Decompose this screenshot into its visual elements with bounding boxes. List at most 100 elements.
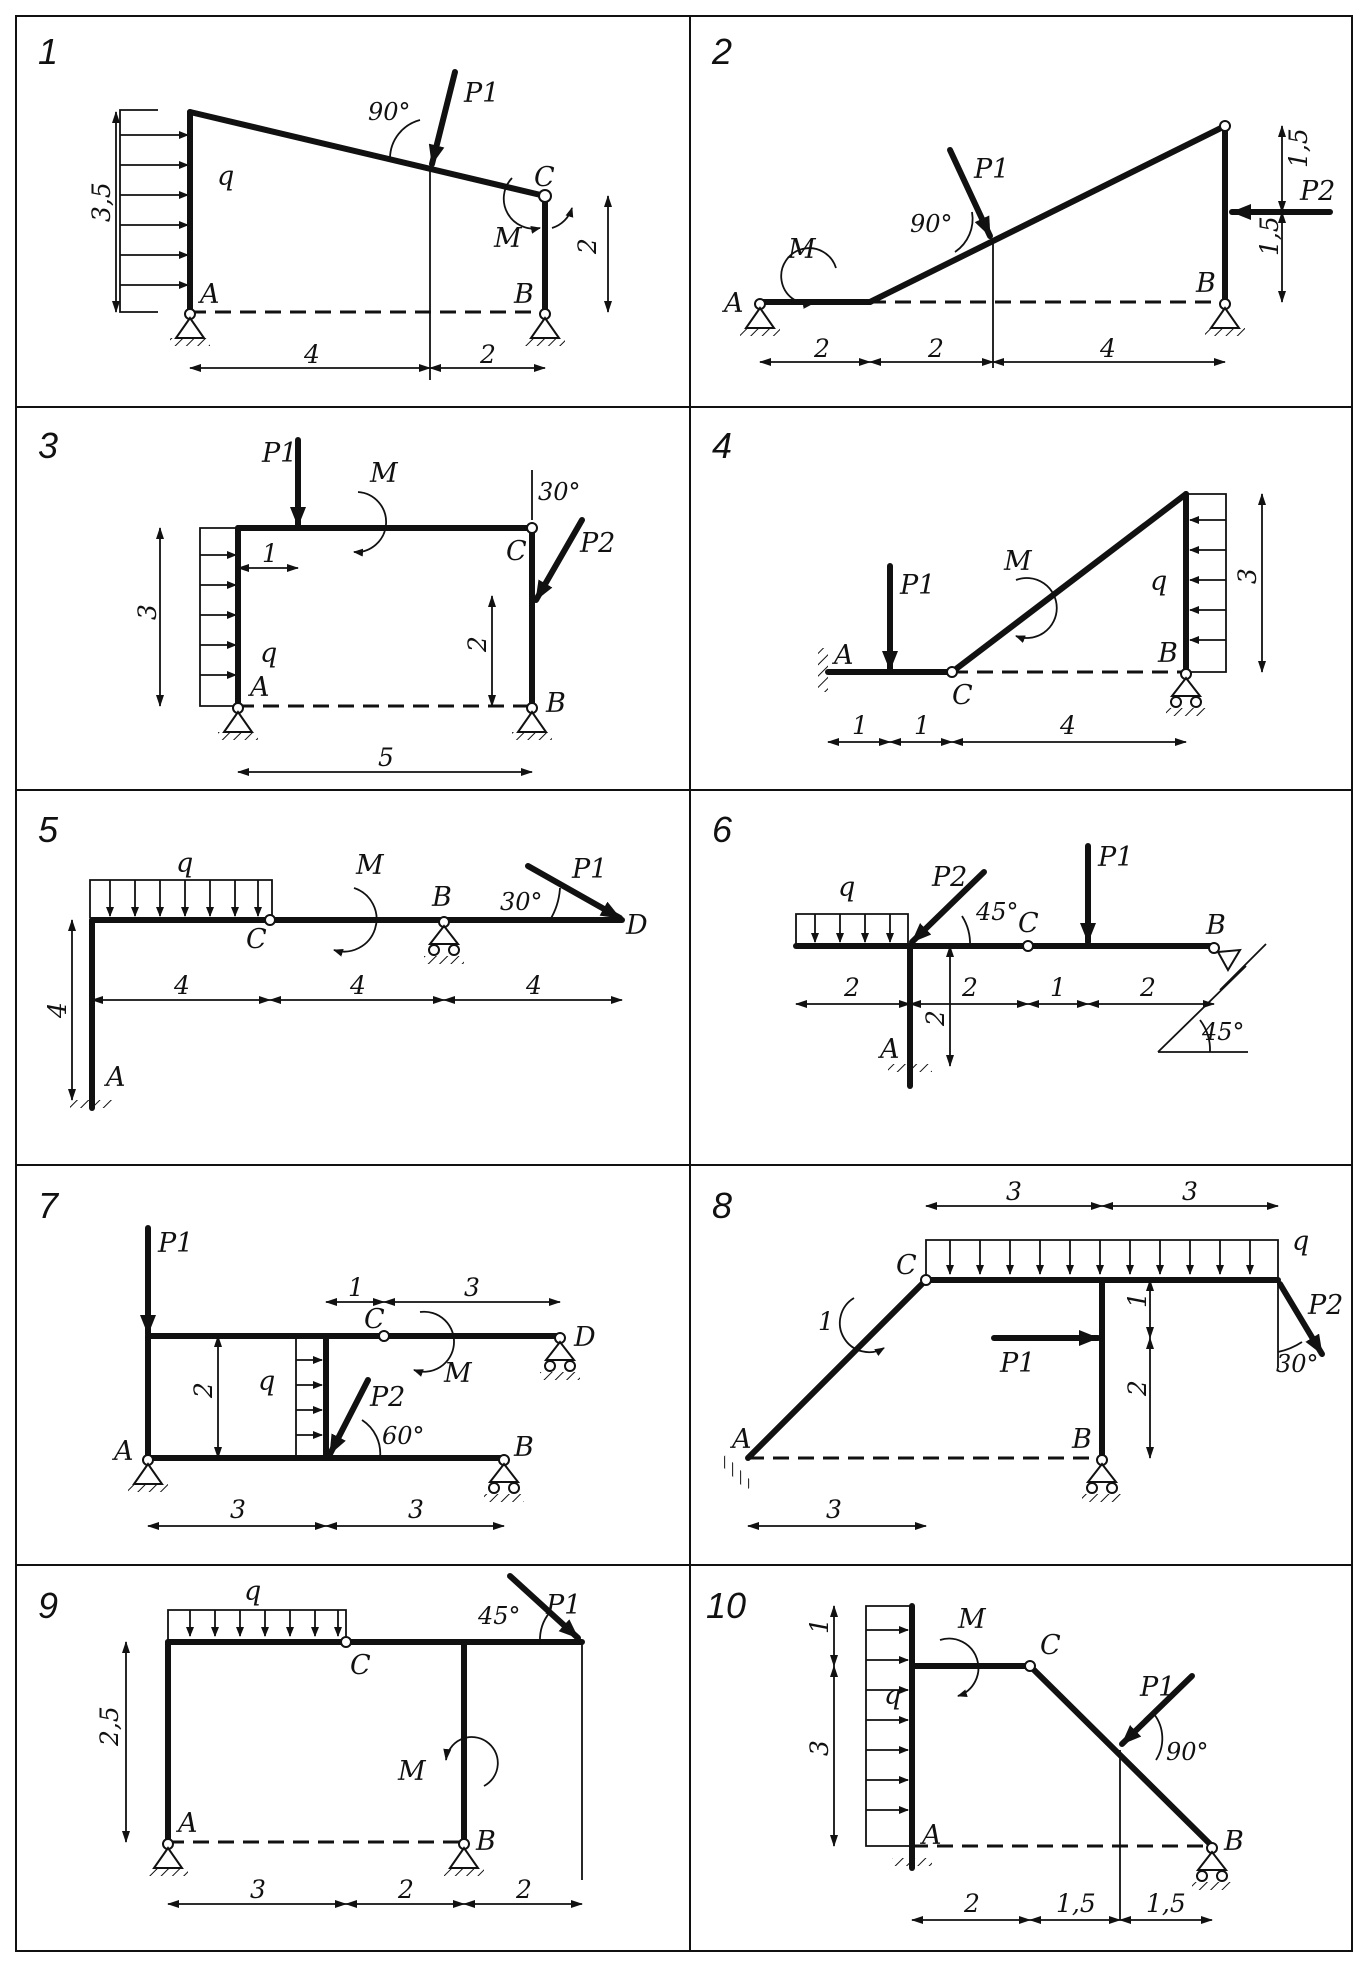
panel-6-dim-height: 2	[921, 1010, 950, 1027]
panel-9-label-b: B	[475, 1826, 496, 1857]
panel-1-label-b: B	[513, 279, 534, 310]
panel-4-support-b	[1166, 668, 1206, 716]
panel-9-label-a: A	[175, 1808, 198, 1839]
panel-7-label-p1: P1	[157, 1228, 193, 1259]
panel-8-dim-top1: 3	[1006, 1177, 1022, 1206]
panel-2-sloped-beam	[867, 123, 1228, 305]
panel-10-dim-upper: 1	[805, 1618, 834, 1634]
panel-1-support-b	[525, 308, 565, 346]
panel-6-angle-1: 45°	[975, 898, 1019, 926]
panel-3-label-c: C	[506, 536, 527, 567]
panel-8-label-b: B	[1071, 1424, 1092, 1455]
panel-9: 9 P1 q M A	[38, 1573, 585, 1908]
panel-7-support-a	[128, 1454, 168, 1492]
panel-6-label-b: B	[1205, 910, 1226, 941]
panel-5: 5 P1 q M A B C D 30°	[38, 809, 648, 1111]
panel-5-label-m: M	[355, 850, 385, 881]
panel-7-label-q: q	[258, 1366, 275, 1397]
panel-5-angle: 30°	[500, 888, 543, 916]
panel-1-number: 1	[38, 31, 58, 72]
panel-10-dimensions: 1 3 2 1,5 1,5	[805, 1605, 1213, 1924]
panel-10: 10 P1 q M A B C	[706, 1585, 1244, 1924]
panel-1-dim-span1: 4	[303, 340, 320, 369]
panel-7-support-b	[484, 1454, 524, 1502]
panel-8-load-q	[925, 1239, 1279, 1278]
table-grid	[15, 15, 1353, 1952]
panel-1: 1 P1 q M A	[38, 31, 612, 380]
panel-6-label-q: q	[838, 872, 855, 903]
panel-2-dim-lower: 1,5	[1255, 216, 1284, 256]
panel-5-dimensions: 4 4 4 4	[43, 919, 623, 1101]
panel-6-dim-span2: 2	[961, 973, 978, 1002]
panel-6-number: 6	[712, 809, 733, 850]
panel-4-dimensions: 3 1 1 4	[827, 493, 1266, 746]
panel-9-label-p1: P1	[545, 1590, 581, 1621]
panel-5-load-q	[89, 879, 273, 918]
panel-1-dim-height: 3,5	[87, 182, 116, 222]
panel-8-dim-upper: 1	[1123, 1292, 1152, 1308]
panel-7-dim-span1: 3	[230, 1495, 246, 1524]
panel-3-support-a	[218, 702, 258, 740]
panel-1-label-m: M	[493, 223, 523, 254]
panel-2-label-m: M	[787, 234, 817, 265]
panel-9-dim-height: 2,5	[95, 1706, 124, 1747]
panel-10-dim-span1: 2	[963, 1889, 980, 1918]
panel-8-label-c: C	[896, 1250, 917, 1281]
panel-2-dim-span1: 2	[813, 334, 830, 363]
panel-2-label-p1: P1	[973, 154, 1009, 185]
panel-9-dim-span3: 2	[515, 1875, 532, 1904]
panel-7-label-b: B	[513, 1432, 534, 1463]
panel-7-dim-top2: 3	[464, 1273, 480, 1302]
panel-10-load-q	[865, 1605, 912, 1847]
panel-4-dim-span2: 1	[914, 711, 930, 740]
panel-10-force-p1	[1119, 1673, 1195, 1747]
panel-1-label-q: q	[217, 161, 234, 192]
panel-8-force-p2	[1277, 1281, 1325, 1357]
panel-8-label-p2: P2	[1307, 1290, 1343, 1321]
panel-2-label-b: B	[1195, 268, 1216, 299]
panel-6-label-p2: P2	[931, 862, 967, 893]
panel-4-dim-height: 3	[1233, 568, 1262, 584]
panel-8-sloped-member	[745, 1277, 929, 1461]
panel-9-load-q	[167, 1609, 347, 1640]
panel-7: 7	[38, 1185, 596, 1530]
panel-7-dim-span2: 3	[408, 1495, 424, 1524]
panel-6-dim-span3: 1	[1050, 973, 1066, 1002]
panel-4-dim-span1: 1	[852, 711, 868, 740]
panel-8-dimensions: 3 3 1 1 2 3	[747, 1177, 1279, 1530]
panel-7-label-c: C	[364, 1304, 385, 1335]
panel-7-dimensions: 1 3 2 3 3	[147, 1273, 561, 1530]
panel-9-dim-span2: 2	[397, 1875, 414, 1904]
panel-7-label-a: A	[111, 1436, 134, 1467]
panel-2-dim-span2: 2	[927, 334, 944, 363]
panel-3-dimensions: 1 3 2 5	[133, 527, 533, 776]
panel-3-dim-height: 3	[133, 604, 162, 620]
panel-3-label-a: A	[247, 672, 270, 703]
panel-7-angle: 60°	[382, 1422, 425, 1450]
panel-3-angle: 30°	[538, 478, 581, 506]
panel-3-label-p1: P1	[261, 438, 297, 469]
panel-10-label-c: C	[1040, 1630, 1061, 1661]
panel-3-label-p2: P2	[579, 528, 615, 559]
panel-5-label-q: q	[176, 848, 193, 879]
panel-1-force-p1	[428, 69, 458, 167]
panel-2-dim-upper: 1,5	[1284, 128, 1313, 168]
panel-5-dim-span3: 4	[525, 971, 542, 1000]
panel-2-angle: 90°	[910, 210, 953, 238]
panel-3-dim-span: 5	[378, 743, 394, 772]
panel-2-label-p2: P2	[1299, 176, 1335, 207]
panel-4-label-b: B	[1157, 638, 1178, 669]
panel-6-force-p2	[909, 869, 987, 945]
panel-5-label-p1: P1	[571, 854, 607, 885]
panel-7-load-q	[295, 1335, 326, 1459]
panel-4-number: 4	[712, 425, 732, 466]
panel-6-support-b	[1208, 942, 1267, 991]
panel-10-number: 10	[706, 1585, 746, 1626]
panel-10-support-b	[1192, 1842, 1232, 1890]
panel-1-dim-right: 2	[573, 238, 602, 255]
panel-9-label-c: C	[350, 1650, 371, 1681]
panel-1-dimensions: 3,5 2 4 2	[87, 111, 612, 372]
panel-3-label-b: B	[545, 688, 566, 719]
